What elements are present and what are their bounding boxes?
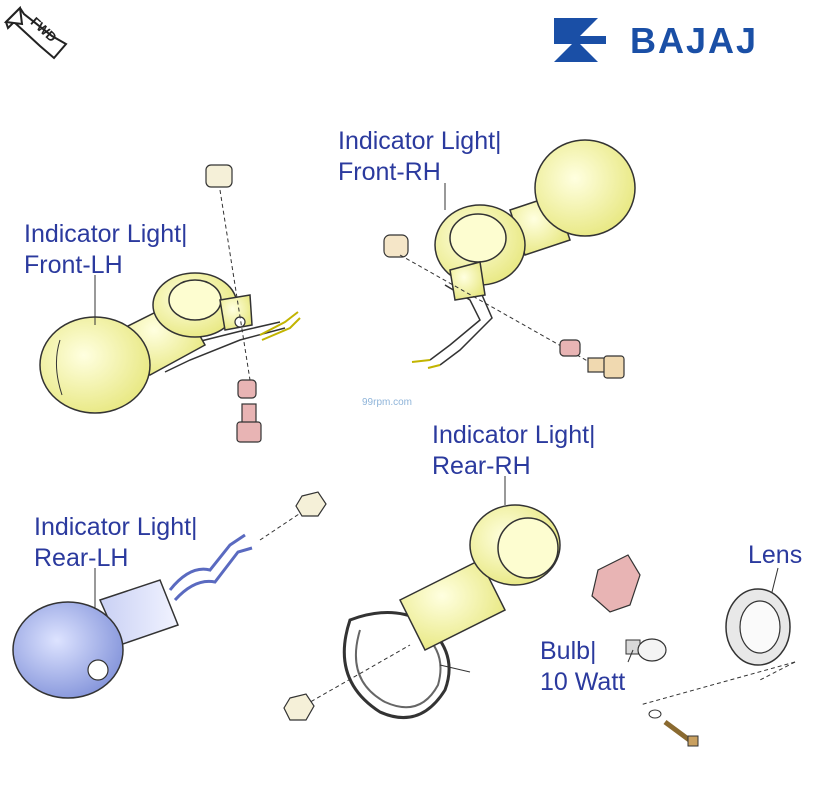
label-lens: Lens: [748, 540, 802, 571]
rear-lh-axis-line: [259, 509, 306, 541]
label-bulb-line1: Bulb|: [540, 637, 597, 665]
lens-screw: [648, 709, 699, 747]
lens-leader-line: [771, 567, 779, 593]
label-rear-lh-line2: Rear-LH: [34, 544, 129, 572]
front-lh-nut-top: [205, 164, 233, 188]
watermark-text: 99rpm.com: [362, 397, 413, 408]
label-front-rh-line1: Indicator Light|: [338, 127, 502, 155]
lens-ring: [725, 588, 791, 666]
label-rear-lh-line1: Indicator Light|: [34, 513, 198, 541]
label-rear-rh: Indicator Light| Rear-RH: [432, 420, 596, 482]
label-front-lh: Indicator Light| Front-LH: [24, 219, 188, 281]
label-rear-lh: Indicator Light| Rear-LH: [34, 512, 198, 574]
indicator-rear-lh-drawing: [12, 533, 253, 699]
indicator-front-rh-drawing: [411, 139, 636, 369]
front-rh-bolt: [587, 355, 625, 379]
label-lens-line1: Lens: [748, 541, 803, 569]
front-rh-nut: [383, 234, 409, 258]
label-bulb: Bulb| 10 Watt: [540, 636, 625, 698]
bulb-drawing: [625, 638, 667, 662]
fwd-arrow-badge: FWD: [3, 5, 68, 60]
label-bulb-line2: 10 Watt: [540, 668, 626, 696]
indicator-front-lh-drawing: [39, 272, 301, 414]
indicator-rear-rh-drawing: [342, 504, 561, 720]
brand-name: BAJAJ: [630, 20, 759, 61]
label-front-lh-line2: Front-LH: [24, 251, 123, 279]
rear-lh-nut: [295, 491, 327, 517]
bulb-holder-pink: [591, 554, 641, 613]
rear-rh-axis-line: [304, 644, 411, 706]
label-rear-rh-line1: Indicator Light|: [432, 421, 596, 449]
bajaj-logo: BAJAJ: [552, 14, 802, 66]
label-front-lh-line1: Indicator Light|: [24, 220, 188, 248]
rear-rh-nut: [283, 693, 315, 721]
label-rear-rh-line2: Rear-RH: [432, 452, 531, 480]
label-front-rh: Indicator Light| Front-RH: [338, 126, 502, 188]
lens-axis-line: [639, 661, 796, 706]
front-lh-spacer-pink: [237, 379, 257, 399]
bajaj-emblem-icon: [554, 18, 606, 62]
label-front-rh-line2: Front-RH: [338, 158, 441, 186]
front-rh-spacer-pink: [559, 339, 581, 357]
bulb-leader-line: [627, 649, 634, 663]
front-lh-bolt-pink: [236, 403, 262, 443]
